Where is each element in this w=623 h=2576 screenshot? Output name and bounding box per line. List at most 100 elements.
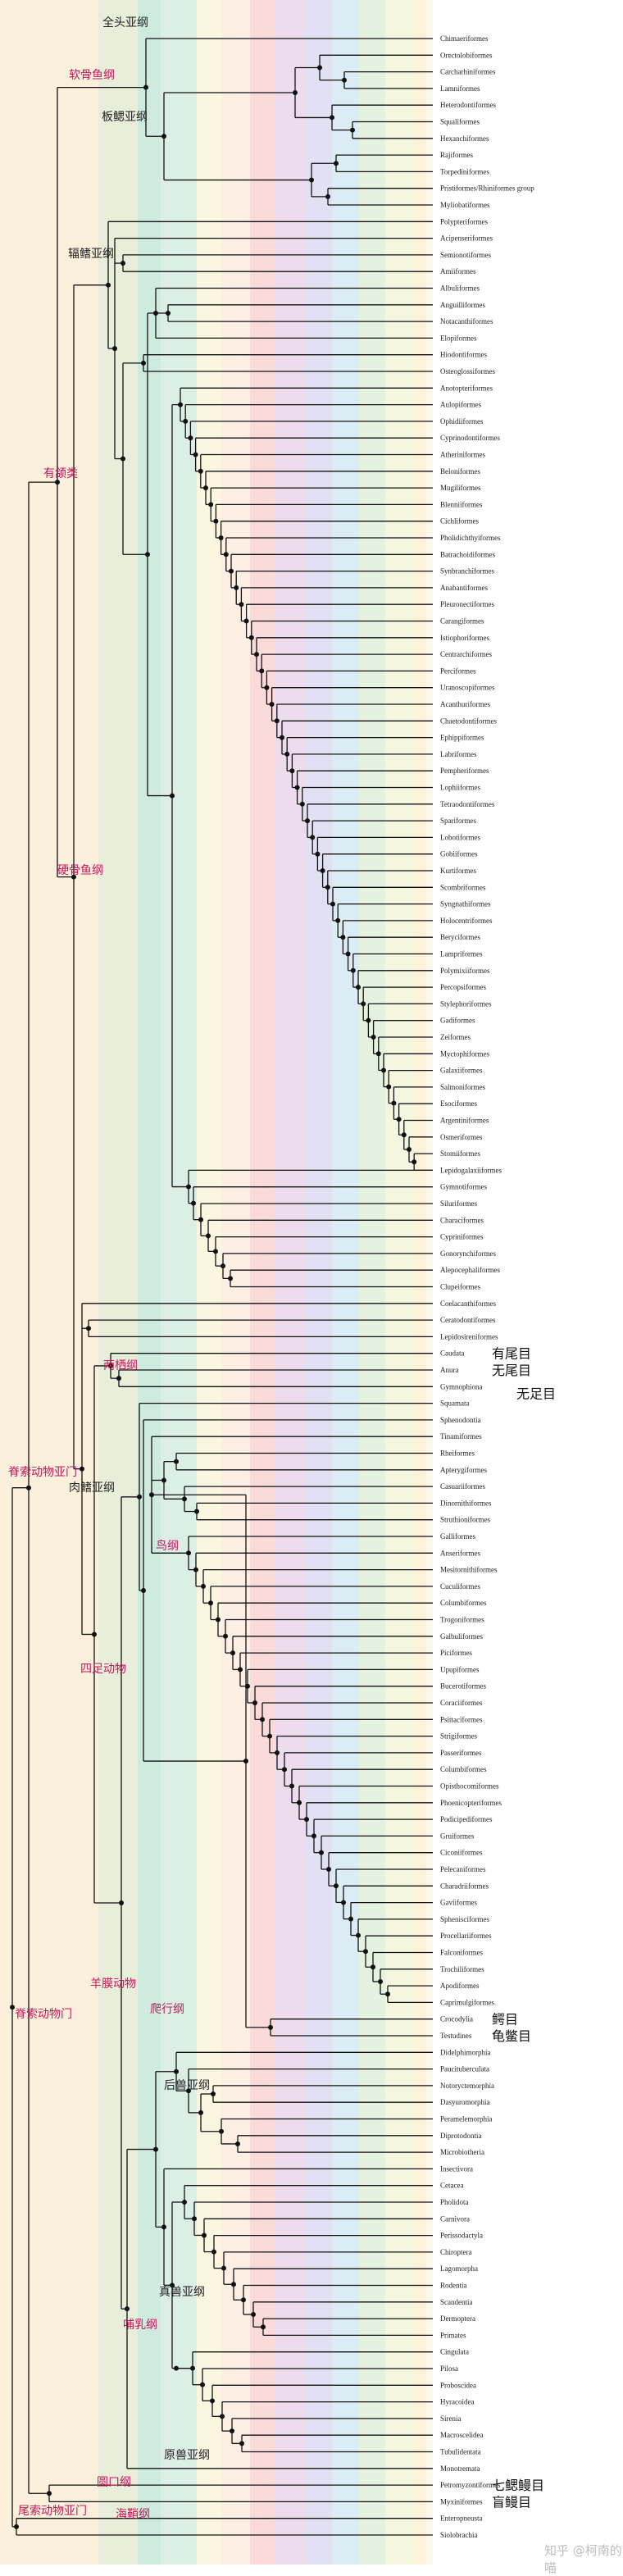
taxon-label: Columbiformes bbox=[440, 1599, 487, 1607]
taxon-label: Paucituberculata bbox=[440, 2065, 489, 2073]
clade-label: 羊膜动物 bbox=[90, 1978, 136, 1991]
clade-label: 脊索动物门 bbox=[15, 2007, 72, 2021]
taxon-label: Falconiformes bbox=[440, 1949, 483, 1957]
taxon-label: Sirenia bbox=[440, 2414, 462, 2423]
taxon-label: Squamata bbox=[440, 1400, 470, 1408]
taxon-label: Pristiformes/Rhiniformes group bbox=[440, 184, 534, 193]
taxon-label: Beryciformes bbox=[440, 933, 480, 941]
taxon-label: Siluriformes bbox=[440, 1199, 477, 1208]
color-band bbox=[385, 0, 414, 2565]
color-band bbox=[359, 0, 385, 2565]
taxon-label: Hyracoidea bbox=[440, 2398, 474, 2406]
taxon-label: Gaviiformes bbox=[440, 1899, 477, 1907]
clade-label: 爬行纲 bbox=[150, 2003, 184, 2016]
taxon-label: Pholidota bbox=[440, 2198, 469, 2206]
taxon-label: Testudines bbox=[440, 2032, 472, 2040]
taxon-label: Siolobrachia bbox=[440, 2531, 478, 2539]
clade-label: 尾索动物亚门 bbox=[18, 2504, 87, 2518]
taxon-label: Batrachoidiformes bbox=[440, 550, 495, 558]
tip-annotation: 七鳃鳗目 bbox=[492, 2478, 544, 2493]
taxon-label: Pelecaniformes bbox=[440, 1865, 486, 1873]
color-band bbox=[332, 0, 359, 2565]
taxon-label: Ophidiiformes bbox=[440, 417, 484, 426]
taxon-label: Hiodontiformes bbox=[440, 351, 487, 359]
taxon-label: Apterygiformes bbox=[440, 1466, 487, 1474]
clade-label: 鸟纲 bbox=[156, 1540, 179, 1553]
taxon-label: Stomiiformes bbox=[440, 1149, 480, 1158]
taxon-label: Gruiformes bbox=[440, 1832, 475, 1840]
taxon-label: Clupeiformes bbox=[440, 1283, 480, 1291]
taxon-label: Notoryctemorphia bbox=[440, 2082, 494, 2090]
taxon-label: Pleuronectiformes bbox=[440, 600, 494, 608]
color-band bbox=[426, 0, 433, 2565]
taxon-label: Piciformes bbox=[440, 1649, 472, 1657]
taxon-label: Caprimulgiformes bbox=[440, 1998, 494, 2006]
taxon-label: Mesitornithiformes bbox=[440, 1566, 498, 1574]
taxon-label: Strigiformes bbox=[440, 1732, 477, 1741]
taxon-label: Perissodactyla bbox=[440, 2232, 483, 2240]
taxon-label: Gymnophiona bbox=[440, 1382, 483, 1390]
taxon-label: Petromyzontiformes bbox=[440, 2481, 501, 2489]
taxon-label: Trogoniformes bbox=[440, 1616, 484, 1624]
tip-annotation: 无尾目 bbox=[492, 1363, 531, 1378]
taxon-label: Galliformes bbox=[440, 1532, 475, 1541]
taxon-label: Ceratodontiformes bbox=[440, 1316, 496, 1324]
clade-label: 海鞘纲 bbox=[116, 2508, 150, 2521]
taxon-label: Cichliformes bbox=[440, 517, 479, 526]
taxon-label: Ciconiiformes bbox=[440, 1849, 483, 1857]
taxon-label: Heterodontiformes bbox=[440, 101, 496, 109]
taxon-label: Casuariiformes bbox=[440, 1482, 485, 1491]
taxon-label: Salmoniformes bbox=[440, 1083, 485, 1091]
taxon-label: Carangiformes bbox=[440, 617, 484, 626]
taxon-label: Lamniformes bbox=[440, 84, 480, 93]
taxon-label: Polypteriformes bbox=[440, 217, 488, 225]
taxon-label: Gadiformes bbox=[440, 1017, 475, 1025]
taxon-label: Carcharhiniformes bbox=[440, 68, 496, 76]
taxon-label: Alepocephaliformes bbox=[440, 1266, 500, 1274]
taxon-label: Galbuliformes bbox=[440, 1632, 483, 1641]
taxon-label: Coelacanthiformes bbox=[440, 1299, 496, 1308]
taxon-label: Caudata bbox=[440, 1349, 465, 1358]
taxon-label: Lepidosireniformes bbox=[440, 1332, 498, 1340]
clade-label: 真兽亚纲 bbox=[159, 2286, 205, 2299]
taxon-label: Cuculiformes bbox=[440, 1582, 480, 1591]
taxon-label: Trochiliformes bbox=[440, 1965, 484, 1973]
clade-label: 后兽亚纲 bbox=[164, 2079, 210, 2092]
clade-label: 硬骨鱼纲 bbox=[57, 863, 103, 877]
tree-node bbox=[10, 2005, 15, 2010]
clade-label: 哺乳纲 bbox=[123, 2319, 157, 2332]
clade-label: 原兽亚纲 bbox=[164, 2449, 210, 2462]
taxon-label: Elopiformes bbox=[440, 334, 477, 342]
taxon-label: Apodiformes bbox=[440, 1982, 480, 1990]
taxon-label: Phoenicopteriformes bbox=[440, 1799, 502, 1807]
taxon-label: Crocodylia bbox=[440, 2015, 473, 2023]
taxon-label: Dermoptera bbox=[440, 2314, 475, 2323]
taxon-label: Spariformes bbox=[440, 817, 476, 825]
color-band bbox=[197, 0, 221, 2565]
taxon-label: Hexanchiformes bbox=[440, 134, 489, 143]
taxon-label: Semionotiformes bbox=[440, 251, 491, 259]
taxon-label: Passeriformes bbox=[440, 1749, 482, 1757]
taxon-label: Charadriiformes bbox=[440, 1882, 489, 1890]
taxon-label: Anura bbox=[440, 1366, 459, 1374]
color-band bbox=[98, 0, 138, 2565]
taxon-label: Proboscidea bbox=[440, 2381, 476, 2389]
taxon-label: Chaetodontiformes bbox=[440, 717, 497, 725]
watermark: 知乎 @柯南的喵 bbox=[544, 2543, 622, 2575]
taxon-label: Acipenseriformes bbox=[440, 234, 493, 243]
taxon-label: Lobotiformes bbox=[440, 833, 480, 841]
taxon-label: Upupiformes bbox=[440, 1665, 480, 1673]
taxon-label: Tinamiformes bbox=[440, 1432, 482, 1440]
taxon-label: Osmeriformes bbox=[440, 1133, 483, 1141]
taxon-label: Procellariiformes bbox=[440, 1932, 492, 1940]
taxon-label: Rajiformes bbox=[440, 151, 473, 159]
taxon-label: Peramelemorphia bbox=[440, 2115, 492, 2123]
taxon-label: Cypriniformes bbox=[440, 1233, 484, 1241]
clade-label: 辐鳍亚纲 bbox=[68, 248, 114, 261]
taxon-label: Squaliformes bbox=[440, 118, 480, 126]
taxon-label: Tubulidentata bbox=[440, 2448, 481, 2456]
taxon-label: Osteoglossiformes bbox=[440, 367, 495, 375]
taxon-label: Pempheriformes bbox=[440, 767, 489, 775]
color-band bbox=[250, 0, 275, 2565]
